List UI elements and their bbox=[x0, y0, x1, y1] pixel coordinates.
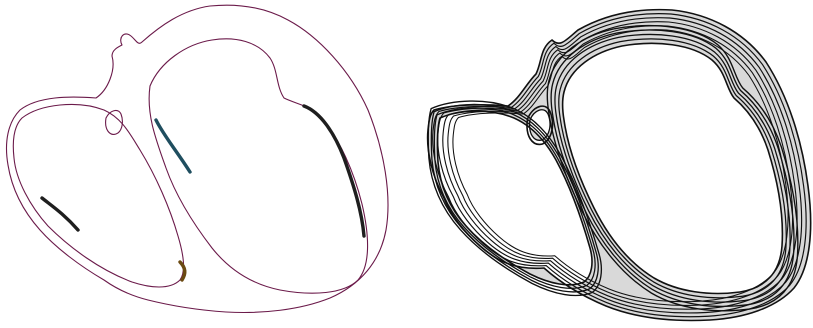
outline-section-panel bbox=[0, 0, 400, 328]
right-cavity-contour bbox=[149, 39, 367, 293]
left-cavity-contour bbox=[13, 104, 183, 287]
right-wall-marker bbox=[304, 106, 364, 236]
myocardium-fill bbox=[428, 10, 811, 321]
apex-marker bbox=[180, 262, 185, 280]
septum-marker bbox=[156, 120, 190, 172]
layered-section-panel bbox=[410, 0, 813, 328]
small-opening-contour bbox=[106, 111, 123, 135]
outer-wall-contour bbox=[7, 5, 388, 312]
small-opening-contour bbox=[530, 110, 550, 141]
